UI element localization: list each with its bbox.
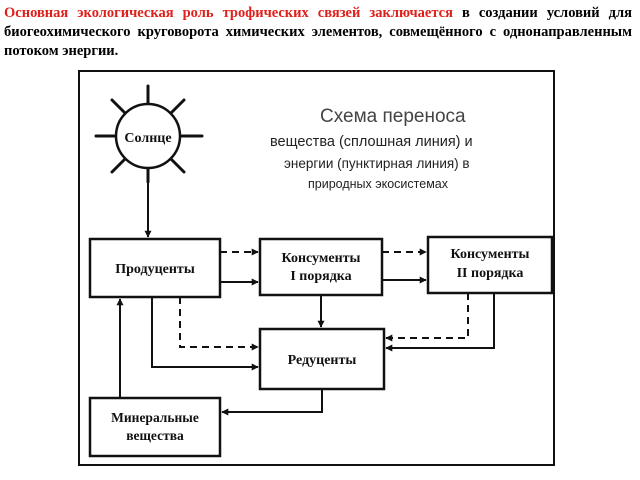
consumers2-label-line-2: II порядка [457, 266, 524, 281]
minerals-label-line-1: Минеральные [111, 410, 199, 425]
minerals-label-line-2: вещества [126, 428, 184, 443]
intro-text: Основная экологическая роль трофических … [4, 4, 632, 61]
arrow-producers-to-reducers [151, 297, 259, 371]
consumers1-label-line-1: Консументы [282, 251, 361, 266]
intro-highlight: Основная экологическая роль трофических … [4, 5, 453, 21]
reducers-label: Редуценты [288, 353, 357, 368]
consumers1-label-line-2: I порядка [290, 269, 351, 284]
diagram-canvas: Солнце Схема переноса вещества (сплошная… [88, 84, 554, 458]
consumers2-label-line-1: Консументы [451, 247, 530, 262]
sun-label: Солнце [124, 131, 171, 146]
consumers1-box [258, 237, 384, 297]
diagram-subtitle-line-1: вещества (сплошная линия) и [270, 134, 473, 150]
diagram-title: Схема переноса [320, 106, 466, 127]
arrow-consumers2-to-reducers [385, 293, 495, 352]
diagram-subtitle-line-3: природных экосистемах [308, 177, 449, 191]
dashed-producers-to-reducers [179, 297, 259, 351]
diagram-subtitle-line-2: энергии (пунктирная линия) в [284, 156, 470, 171]
ecosystem-diagram: Солнце Схема переноса вещества (сплошная… [78, 70, 555, 466]
intro-rest: в создании условий для биогеохимического… [4, 5, 632, 59]
energy-flow-arrows [179, 248, 469, 351]
producers-box [88, 237, 222, 299]
consumers2-box [426, 235, 554, 295]
dashed-consumers2-to-reducers [385, 293, 469, 342]
producers-label: Продуценты [115, 262, 195, 277]
minerals-box [88, 396, 222, 458]
arrow-reducers-to-minerals [221, 389, 323, 416]
matter-flow-arrows [116, 168, 495, 416]
